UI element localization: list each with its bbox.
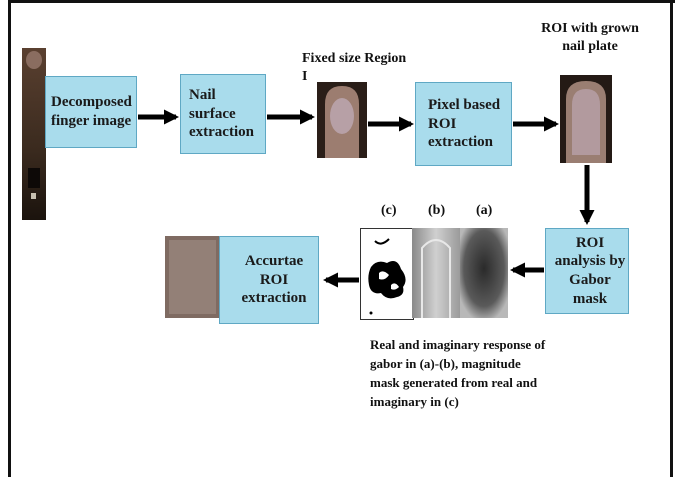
flow-arrows <box>0 0 675 477</box>
